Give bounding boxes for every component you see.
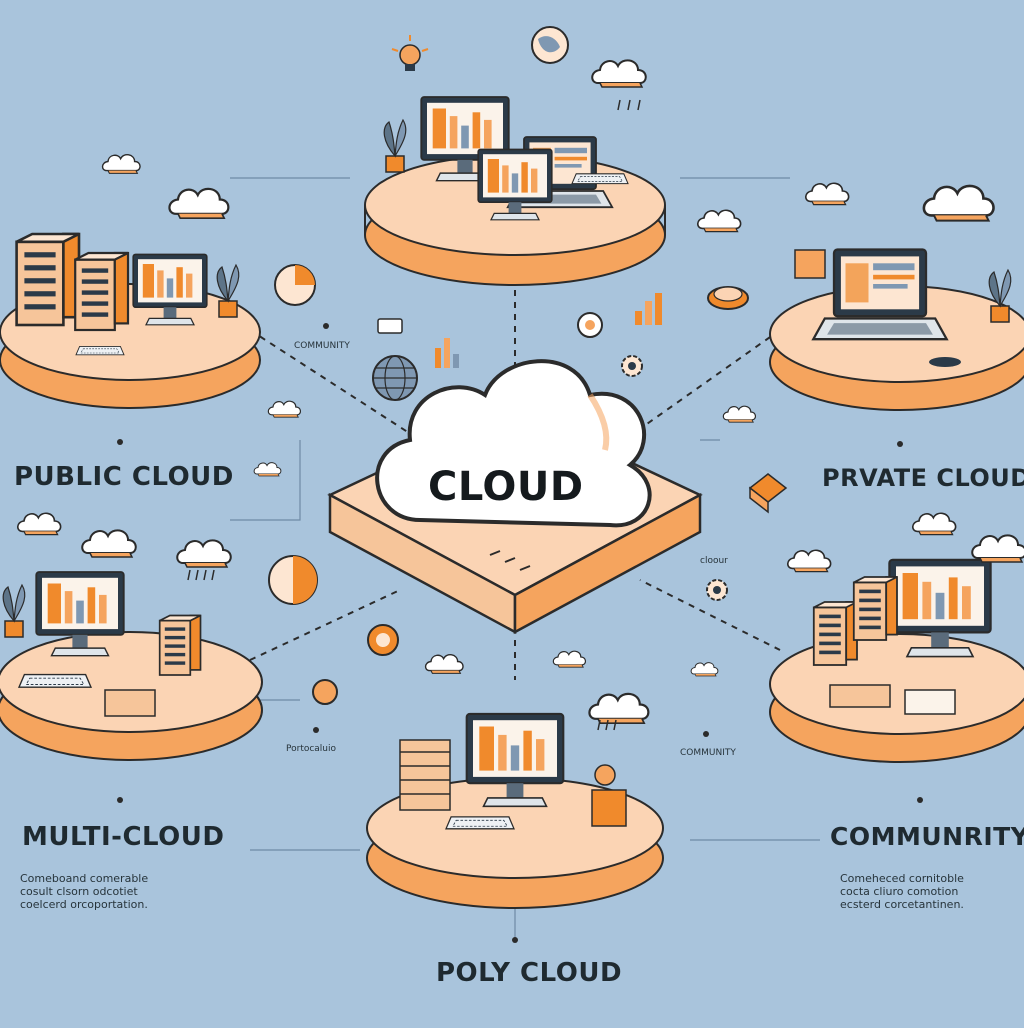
devices-poly <box>399 712 627 830</box>
rain-dashes <box>187 99 641 731</box>
description-line: cocta cliuro comotion <box>840 885 959 898</box>
center-cloud <box>375 359 652 528</box>
bar-chart-icon <box>635 293 662 325</box>
connector-multi <box>249 589 401 661</box>
community-title: COMMUNRITY <box>830 822 1024 851</box>
cube-icon <box>748 473 788 514</box>
devices-multi <box>2 571 202 717</box>
search-icon <box>577 312 603 338</box>
pie-chart-icon <box>268 555 318 605</box>
devices-community <box>812 558 992 715</box>
globe-icon <box>531 26 569 64</box>
target-icon <box>367 624 399 656</box>
multi-cloud-description: Comeboand comerable cosult clsorn odcoti… <box>20 872 148 911</box>
cloud-tag: cloour <box>700 556 728 566</box>
poly-cloud-title: POLY CLOUD <box>436 958 623 988</box>
community-tag-top: COMMUNITY <box>294 341 350 351</box>
globe-icon <box>372 355 418 401</box>
bar-chart-icon <box>435 338 459 368</box>
description-line: Comeheced cornitoble <box>840 872 964 885</box>
description-line: ecsterd corcetantinen. <box>840 898 964 911</box>
connector-dots <box>117 323 923 943</box>
community-tag-bottom: COMMUNITY <box>680 748 736 758</box>
lightbulb-icon <box>391 35 429 71</box>
public-cloud-title: PUBLIC CLOUD <box>14 462 234 492</box>
pie-chart-icon <box>274 264 316 306</box>
coin-icon <box>312 679 338 705</box>
portable-tag: Portocaluio <box>286 744 337 754</box>
coin-icon <box>707 286 749 310</box>
center-title: CLOUD <box>428 464 584 510</box>
multi-cloud-title: MULTI-CLOUD <box>22 822 225 852</box>
lock-icon <box>377 318 403 334</box>
decor-icons <box>268 26 788 705</box>
connector-community <box>639 579 781 651</box>
connector-public <box>249 329 421 441</box>
description-line: cosult clsorn odcotiet <box>20 885 138 898</box>
description-line: Comeboand comerable <box>20 872 149 885</box>
community-description: Comeheced cornitoble cocta cliuro comoti… <box>840 872 964 911</box>
devices-private <box>794 248 1012 367</box>
gear-icon <box>706 579 728 601</box>
platform-community <box>769 633 1024 763</box>
gear-icon <box>621 355 643 377</box>
description-line: coelcerd orcoportation. <box>20 898 148 911</box>
private-cloud-title: PRVATE CLOUD <box>822 464 1024 492</box>
